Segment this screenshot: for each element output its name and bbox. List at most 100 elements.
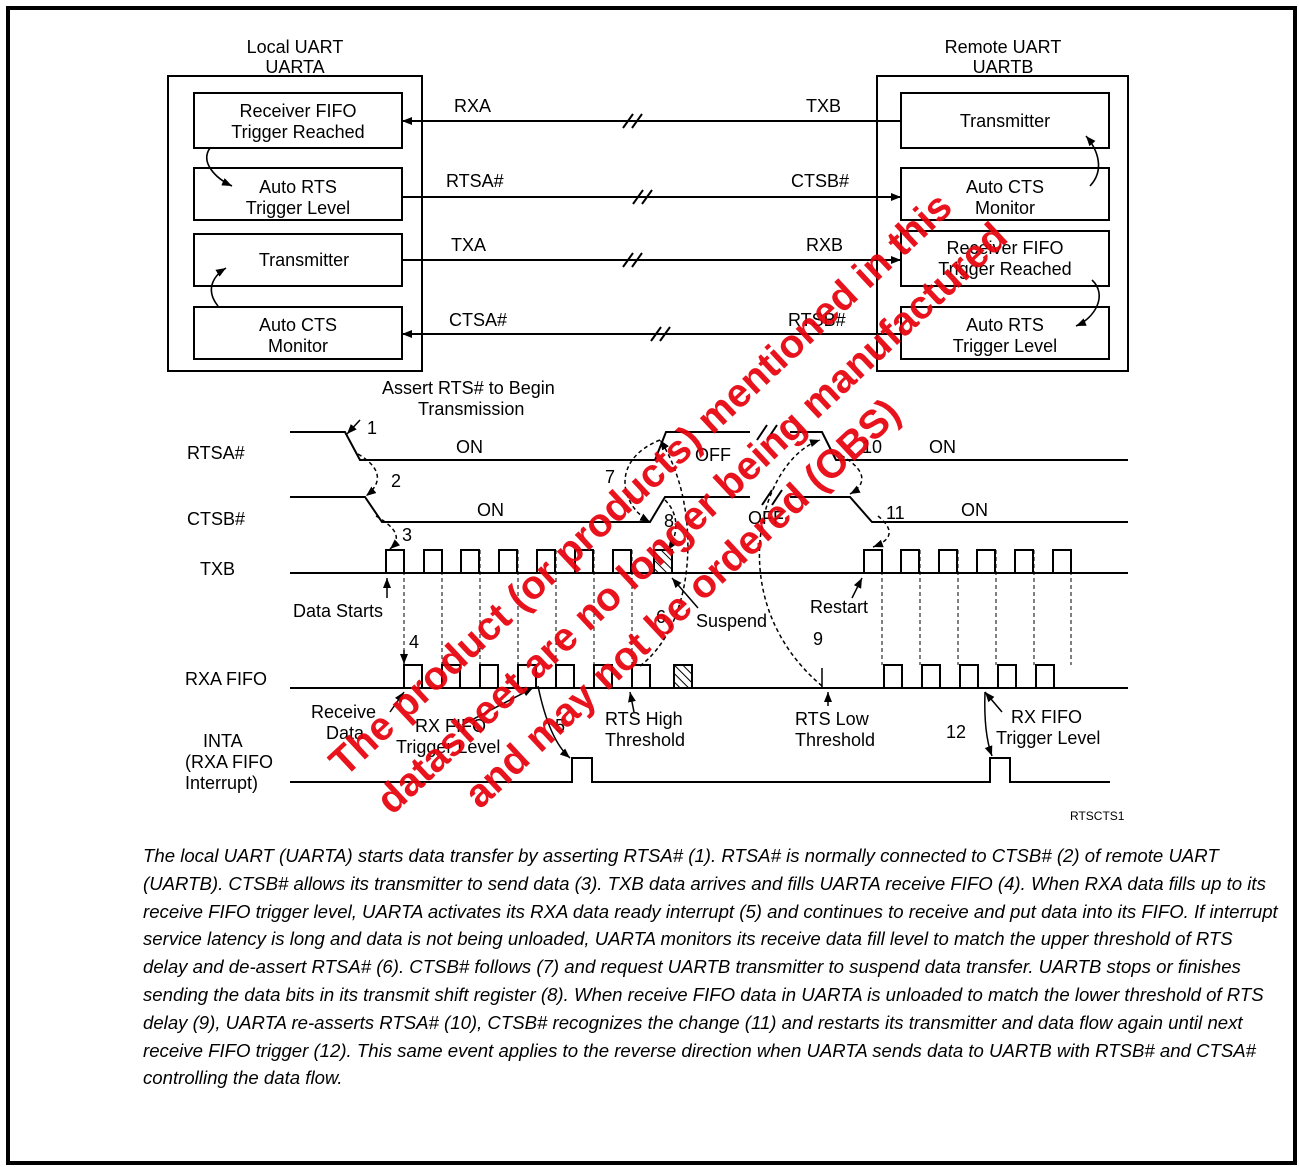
txb-bit — [574, 549, 594, 574]
signal-inta-label-2: (RXA FIFO — [185, 752, 273, 772]
link-label-rxb: RXB — [806, 235, 843, 255]
txb-bit — [976, 549, 996, 574]
rxa-fifo-bit — [959, 664, 979, 689]
remote-rx-to-rts-curve — [1075, 279, 1100, 327]
txb-bit — [612, 549, 632, 574]
link-label-rtsb: RTSB# — [788, 310, 846, 330]
txb-bit — [423, 549, 443, 574]
arrow-5 — [537, 685, 571, 759]
figure-frame — [6, 6, 1297, 1165]
rxa-fifo-bit — [997, 664, 1017, 689]
link-break-marks — [622, 113, 671, 342]
step-2: 2 — [391, 471, 401, 491]
ctsb-waveform-2 — [790, 496, 1128, 523]
arrow-rx-fifo-trigger — [461, 687, 534, 726]
rtsa-waveform-1 — [290, 431, 750, 461]
rxa-fifo-bit — [403, 664, 423, 689]
step-1: 1 — [367, 418, 377, 438]
signal-txb-label: TXB — [200, 559, 235, 579]
step-11: 11 — [886, 503, 905, 523]
ctsb-off: OFF — [748, 508, 784, 528]
arrow-9-10 — [758, 439, 823, 687]
assert-label-2: Transmission — [418, 399, 524, 419]
arrow-8 — [664, 499, 677, 551]
signal-inta-label-3: Interrupt) — [185, 773, 258, 793]
arrow-restart — [851, 577, 863, 599]
txb-bit — [938, 549, 958, 574]
signal-rtsa-label: RTSA# — [187, 443, 245, 463]
ctsb-on-2: ON — [961, 500, 988, 520]
txb-bit — [900, 549, 920, 574]
rxa-suspended-bit — [673, 664, 693, 689]
remote-cts-to-tx-curve — [1085, 135, 1100, 187]
arrow-receive-data — [389, 691, 405, 713]
remote-rx-fifo-block — [900, 230, 1110, 287]
txb-bit — [1052, 549, 1072, 574]
rx-fifo-trigger-label-2: Trigger Level — [396, 737, 500, 757]
remote-auto-cts-label-2: Monitor — [975, 198, 1035, 218]
rtsa-on-1: ON — [456, 437, 483, 457]
remote-uart-title-2: UARTB — [973, 57, 1034, 77]
remote-auto-cts-label-1: Auto CTS — [966, 177, 1044, 197]
rx-fifo-trigger-label-4: Trigger Level — [996, 728, 1100, 748]
local-uart-title-1: Local UART — [247, 37, 344, 57]
rts-high-label-1: RTS High — [605, 709, 683, 729]
local-cts-to-tx-curve — [210, 267, 227, 307]
remote-uart-box — [876, 75, 1129, 372]
txb-bit — [385, 549, 405, 574]
rxa-fifo-bit — [555, 664, 575, 689]
txb-bit — [460, 549, 480, 574]
step-10: 10 — [862, 437, 882, 457]
remote-uart-title-1: Remote UART — [945, 37, 1062, 57]
step-8: 8 — [664, 511, 674, 531]
step-9: 9 — [813, 629, 823, 649]
arrow-10-11 — [834, 451, 863, 495]
receive-label-1: Receive — [311, 702, 376, 722]
step-5: 5 — [555, 716, 565, 736]
arrow-rx-fifo-trigger-2 — [984, 691, 1003, 713]
rxa-fifo-bit — [441, 664, 461, 689]
local-rx-to-rts-curve — [206, 147, 233, 187]
link-label-ctsa: CTSA# — [449, 310, 507, 330]
arrow-6 — [639, 439, 689, 667]
remote-auto-rts-label-1: Auto RTS — [966, 315, 1044, 335]
arrow-7 — [624, 439, 661, 523]
rxa-fifo-bit — [593, 664, 613, 689]
link-label-rtsa: RTSA# — [446, 171, 504, 191]
remote-auto-cts-block — [900, 167, 1110, 221]
rxa-fifo-bit — [1035, 664, 1055, 689]
signal-inta-label-1: INTA — [203, 731, 243, 751]
data-starts-label: Data Starts — [293, 601, 383, 621]
local-auto-rts-block — [193, 167, 403, 221]
txb-bit — [1014, 549, 1034, 574]
local-auto-cts-label-1: Auto CTS — [259, 315, 337, 335]
step-6: 6 — [656, 607, 666, 627]
arrow-rts-high — [628, 691, 636, 713]
figure-id: RTSCTS1 — [1070, 809, 1125, 823]
rtsa-off: OFF — [695, 445, 731, 465]
receive-label-2: Data — [326, 723, 365, 743]
remote-rx-fifo-label-2: Trigger Reached — [938, 259, 1071, 279]
svg-text:The product (or products) ment: The product (or products) mentioned in t… — [321, 184, 960, 784]
local-uart-box — [167, 75, 423, 372]
txb-bit — [536, 549, 556, 574]
signal-rxa-fifo-label: RXA FIFO — [185, 669, 267, 689]
rts-high-label-2: Threshold — [605, 730, 685, 750]
rts-low-label-2: Threshold — [795, 730, 875, 750]
timing-break-marks — [756, 424, 783, 506]
signal-ctsb-label: CTSB# — [187, 509, 245, 529]
ctsb-on-1: ON — [477, 500, 504, 520]
suspend-label: Suspend — [696, 611, 767, 631]
restart-label: Restart — [810, 597, 868, 617]
rxa-fifo-bit — [479, 664, 499, 689]
local-auto-cts-label-2: Monitor — [268, 336, 328, 356]
local-rx-fifo-label-1: Receiver FIFO — [239, 101, 356, 121]
link-label-rxa: RXA — [454, 96, 491, 116]
rtsa-on-2: ON — [929, 437, 956, 457]
step-12: 12 — [946, 722, 966, 742]
ctsb-waveform-1 — [290, 496, 750, 523]
arrow-3 — [375, 515, 401, 550]
txb-bit — [498, 549, 518, 574]
txb-bit — [863, 549, 883, 574]
